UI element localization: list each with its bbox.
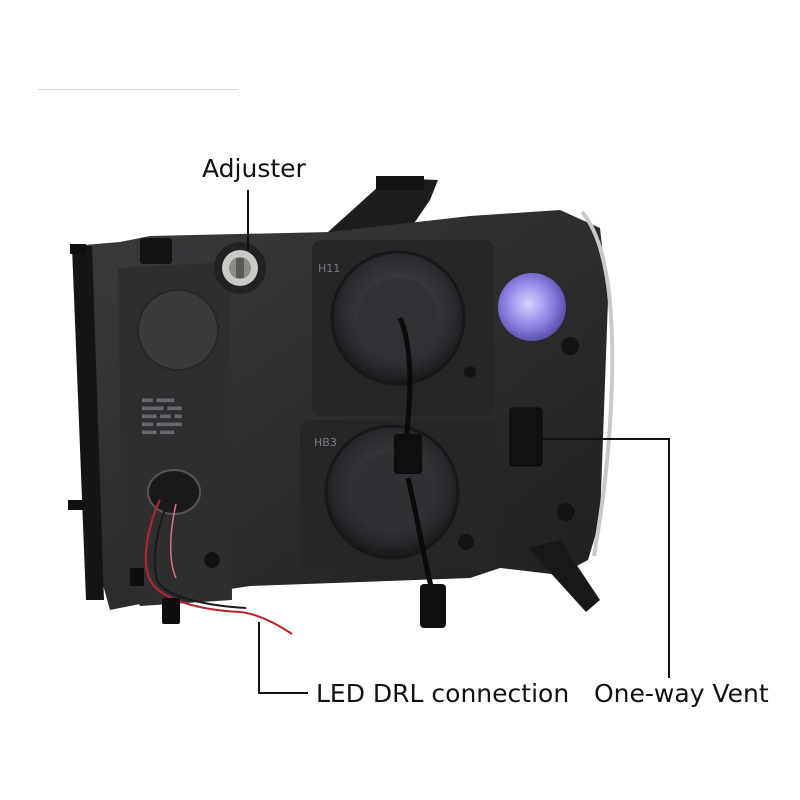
vent-leader-horizontal [542,438,670,440]
high-beam-label: H11 [318,262,340,275]
svg-text:■■■ ■■■■■: ■■■ ■■■■■ [142,397,175,404]
blue-vent [498,273,566,341]
adjuster-callout: Adjuster [202,154,306,183]
one-way-vent-cap [509,407,543,467]
divider-line [38,89,238,90]
vent-callout: One-way Vent [594,679,769,708]
plug-low [420,584,446,628]
svg-text:■■■■ ■■■ ■■: ■■■■ ■■■ ■■ [142,413,182,420]
chrome-edge [580,210,615,557]
low-beam-label: HB3 [314,436,337,449]
svg-text:■■■■ ■■■■: ■■■■ ■■■■ [142,429,175,436]
adjuster-leader [247,190,249,250]
vent-leader-vertical [668,438,670,678]
bulb-connector [394,434,422,474]
drl-plug [162,598,180,624]
svg-text:■■■ ■■■■■■■: ■■■ ■■■■■■■ [142,421,182,428]
drl-leader-vertical [258,622,260,694]
svg-text:■■■■■■ ■■■■: ■■■■■■ ■■■■ [142,405,182,412]
drl-leader-horizontal [258,692,308,694]
drl-callout: LED DRL connection [316,679,570,708]
adjuster-knob [214,242,266,294]
